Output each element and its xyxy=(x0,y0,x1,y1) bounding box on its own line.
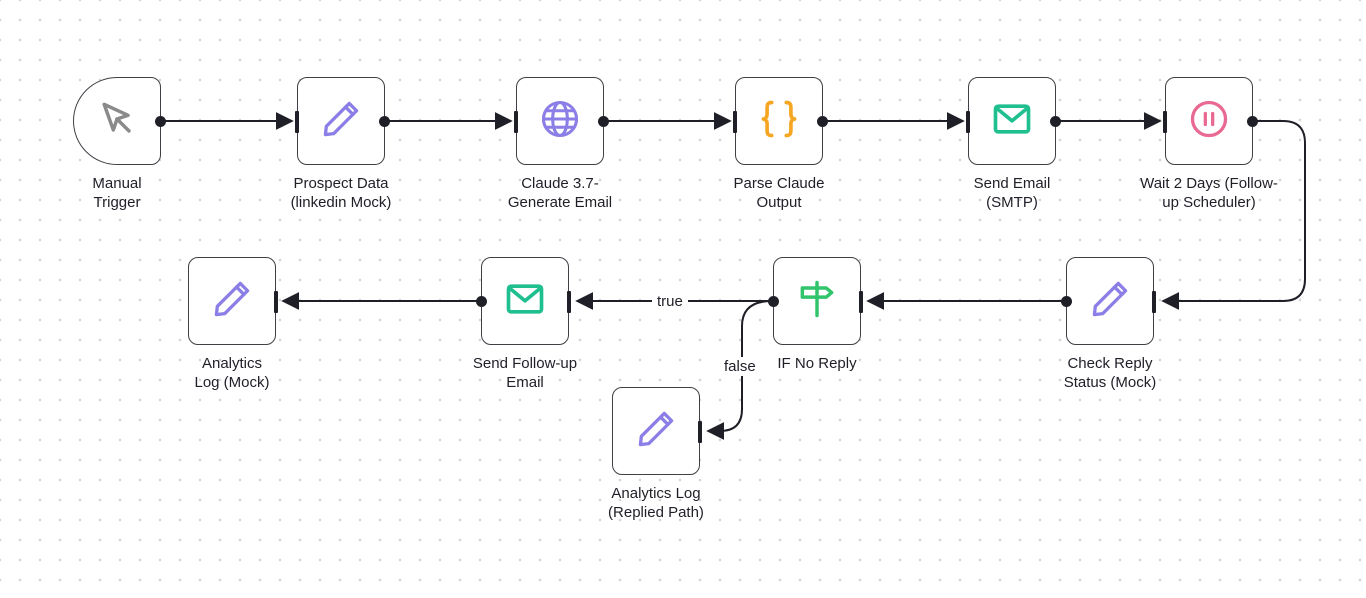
node-wait[interactable] xyxy=(1163,77,1258,165)
node-label-parse-output: Parse Claude Output xyxy=(733,175,825,211)
input-port[interactable] xyxy=(295,111,299,133)
node-check-reply[interactable] xyxy=(1061,257,1156,345)
input-port[interactable] xyxy=(1163,111,1167,133)
output-port[interactable] xyxy=(1061,296,1072,307)
globe-icon xyxy=(538,97,582,146)
input-port[interactable] xyxy=(966,111,970,133)
node-analytics-log[interactable] xyxy=(188,257,278,345)
input-port[interactable] xyxy=(698,421,702,443)
output-port[interactable] xyxy=(476,296,487,307)
braces-icon xyxy=(757,97,801,146)
node-analytics-replied[interactable] xyxy=(612,387,702,475)
output-port[interactable] xyxy=(817,116,828,127)
node-claude-generate[interactable] xyxy=(514,77,609,165)
node-label-analytics-replied: Analytics Log (Replied Path) xyxy=(608,485,704,521)
input-port[interactable] xyxy=(514,111,518,133)
node-manual-trigger[interactable] xyxy=(73,77,166,165)
node-parse-output[interactable] xyxy=(733,77,828,165)
edge-label-true: true xyxy=(652,292,688,311)
edge-if-false-to-replied[interactable] xyxy=(706,300,773,440)
pencil-icon xyxy=(1088,277,1132,326)
output-port[interactable] xyxy=(598,116,609,127)
node-if-no-reply[interactable] xyxy=(768,257,863,345)
cursor-icon xyxy=(95,97,139,146)
node-label-manual-trigger: Manual Trigger xyxy=(92,175,142,211)
envelope-icon xyxy=(990,97,1034,146)
node-label-if-no-reply: IF No Reply xyxy=(777,355,857,372)
output-port[interactable] xyxy=(379,116,390,127)
node-label-analytics-log: Analytics Log (Mock) xyxy=(194,355,270,391)
node-label-claude-generate: Claude 3.7- Generate Email xyxy=(507,175,613,211)
node-label-send-followup: Send Follow-up Email xyxy=(472,355,578,391)
node-label-send-email: Send Email (SMTP) xyxy=(973,175,1051,211)
node-send-email[interactable] xyxy=(966,77,1061,165)
edge-label-false: false xyxy=(719,357,761,376)
input-port[interactable] xyxy=(859,291,863,313)
input-port[interactable] xyxy=(1152,291,1156,313)
pencil-icon xyxy=(210,277,254,326)
output-port[interactable] xyxy=(1050,116,1061,127)
edge-wait-to-check[interactable] xyxy=(1161,120,1306,310)
input-port[interactable] xyxy=(274,291,278,313)
output-port[interactable] xyxy=(155,116,166,127)
output-port[interactable] xyxy=(768,296,779,307)
pause-icon xyxy=(1187,97,1231,146)
node-prospect-data[interactable] xyxy=(295,77,390,165)
node-label-prospect-data: Prospect Data (linkedin Mock) xyxy=(290,175,392,211)
node-send-followup[interactable] xyxy=(476,257,571,345)
input-port[interactable] xyxy=(567,291,571,313)
pencil-icon xyxy=(319,97,363,146)
envelope-icon xyxy=(503,277,547,326)
node-label-wait: Wait 2 Days (Follow- up Scheduler) xyxy=(1140,175,1278,211)
signpost-icon xyxy=(795,277,839,326)
node-label-check-reply: Check Reply Status (Mock) xyxy=(1063,355,1157,391)
input-port[interactable] xyxy=(733,111,737,133)
output-port[interactable] xyxy=(1247,116,1258,127)
pencil-icon xyxy=(634,407,678,456)
